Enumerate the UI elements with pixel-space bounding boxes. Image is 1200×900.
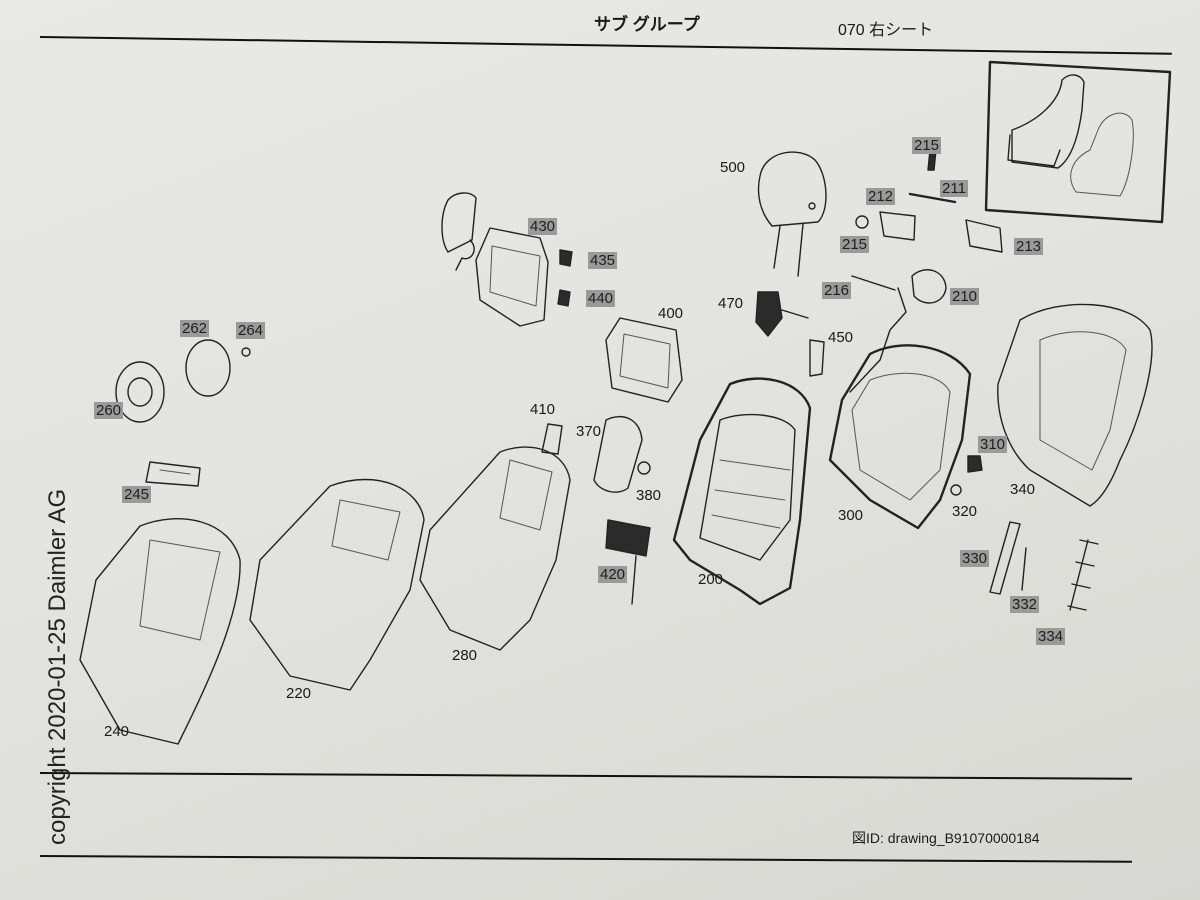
callout-262: 262 xyxy=(180,320,210,337)
part-260-262-264 xyxy=(115,339,251,423)
part-200-backrest-frame xyxy=(672,377,812,606)
part-400-panel xyxy=(605,317,683,403)
callout-300: 300 xyxy=(838,507,864,524)
part-430-frame xyxy=(441,192,573,327)
callout-215-top: 215 xyxy=(912,137,942,154)
callout-216: 216 xyxy=(822,282,852,299)
callout-240: 240 xyxy=(104,723,130,740)
callout-210: 210 xyxy=(950,288,980,305)
callout-212: 212 xyxy=(866,188,896,205)
callout-245: 245 xyxy=(122,486,152,503)
part-245-bracket xyxy=(145,461,201,487)
callout-334: 334 xyxy=(1036,628,1066,645)
part-500-headrest xyxy=(757,151,827,277)
callout-211: 211 xyxy=(940,180,968,197)
callout-332: 332 xyxy=(1010,596,1040,613)
callout-340: 340 xyxy=(1010,481,1036,498)
callout-470: 470 xyxy=(718,295,744,312)
callout-430: 430 xyxy=(528,218,558,235)
part-210-cluster xyxy=(849,149,1003,393)
callout-320: 320 xyxy=(952,503,978,520)
callout-450: 450 xyxy=(828,329,854,346)
part-370-380 xyxy=(593,415,651,493)
callout-410: 410 xyxy=(530,401,556,418)
part-470-mechanism xyxy=(755,291,809,337)
callout-435: 435 xyxy=(588,252,618,269)
part-300-back-panel xyxy=(828,344,972,530)
copyright-notice: copyright 2020-01-25 Daimler AG xyxy=(44,488,71,845)
callout-380: 380 xyxy=(636,487,662,504)
callout-310: 310 xyxy=(978,436,1008,453)
callout-370: 370 xyxy=(576,423,602,440)
part-420-module xyxy=(605,519,651,605)
callout-330: 330 xyxy=(960,550,990,567)
part-280-cushion xyxy=(419,446,571,651)
part-450-knob xyxy=(809,339,825,377)
callout-420: 420 xyxy=(598,566,628,583)
part-220-cover xyxy=(249,478,425,691)
callout-260: 260 xyxy=(94,402,124,419)
part-310-320-fasteners xyxy=(950,455,983,496)
part-330-332-334 xyxy=(989,521,1099,611)
callout-400: 400 xyxy=(658,305,684,322)
callout-215-mid: 215 xyxy=(840,236,870,253)
group-title: 070 右シート xyxy=(838,22,934,39)
callout-440: 440 xyxy=(586,290,616,307)
callout-200: 200 xyxy=(698,571,724,588)
callout-220: 220 xyxy=(286,685,312,702)
subgroup-title: サブ グループ xyxy=(594,15,700,34)
callout-500: 500 xyxy=(720,159,746,176)
callout-213: 213 xyxy=(1014,238,1044,255)
drawing-id: 図ID: drawing_B91070000184 xyxy=(852,830,1040,846)
part-340-back-cover xyxy=(997,303,1153,507)
callout-264: 264 xyxy=(236,322,266,339)
callout-280: 280 xyxy=(452,647,478,664)
part-240-outer-cover xyxy=(79,518,241,745)
overview-inset xyxy=(984,60,1172,224)
part-410-pad xyxy=(541,423,563,455)
